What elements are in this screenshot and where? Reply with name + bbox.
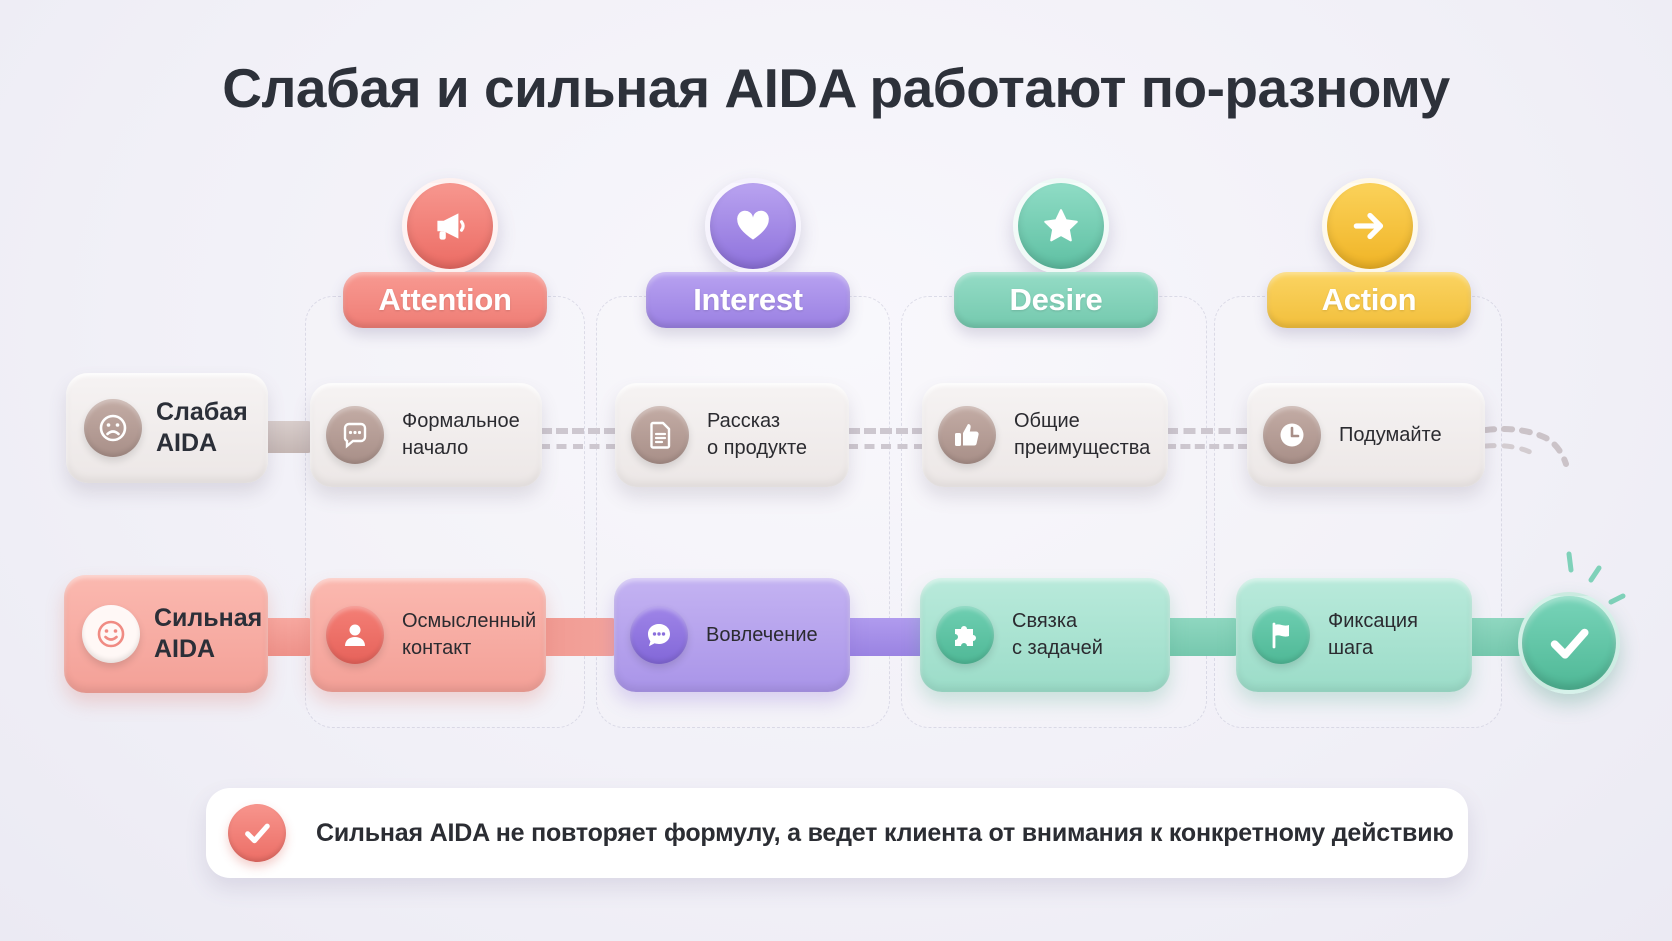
puzzle-icon xyxy=(936,606,994,664)
megaphone-icon xyxy=(402,178,498,274)
stage-desire: Desire xyxy=(954,272,1158,328)
sad-face-icon xyxy=(84,399,142,457)
weak-aida-label: Слабая AIDA xyxy=(156,398,248,457)
arrow-right-icon xyxy=(1322,178,1418,274)
strong-step-desire: Связка с задачей xyxy=(920,578,1170,692)
summary-banner: Сильная AIDA не повторяет формулу, а вед… xyxy=(206,788,1468,878)
strong-step-attention-text: Осмысленный контакт xyxy=(402,610,537,659)
smile-face-icon xyxy=(82,605,140,663)
strong-step-attention: Осмысленный контакт xyxy=(310,578,546,692)
sparkle-lines xyxy=(1566,551,1626,605)
stage-attention: Attention xyxy=(343,272,547,328)
strong-step-interest: Вовлечение xyxy=(614,578,850,692)
weak-step-interest-text: Рассказ о продукте xyxy=(707,410,808,459)
weak-step-desire-text: Общие преимущества xyxy=(1014,410,1151,459)
strong-step-desire-text: Связка с задачей xyxy=(1012,610,1103,659)
strong-connector-3 xyxy=(1166,618,1238,656)
chat-bubble-icon xyxy=(326,406,384,464)
star-icon xyxy=(1013,178,1109,274)
heart-icon xyxy=(705,178,801,274)
user-icon xyxy=(326,606,384,664)
thumbs-up-icon xyxy=(938,406,996,464)
weak-connector-0 xyxy=(262,421,312,453)
weak-connector-3 xyxy=(1166,428,1248,434)
clock-icon xyxy=(1263,406,1321,464)
strong-aida-label-card: Сильная AIDA xyxy=(64,575,268,693)
weak-connector-1b xyxy=(540,444,616,449)
weak-connector-2b xyxy=(848,444,924,449)
weak-step-attention: Формальное начало xyxy=(310,383,542,487)
weak-connector-3b xyxy=(1166,444,1248,449)
stage-action: Action xyxy=(1267,272,1471,328)
strong-step-action-text: Фиксация шага xyxy=(1328,610,1418,659)
strong-step-action: Фиксация шага xyxy=(1236,578,1472,692)
flag-icon xyxy=(1252,606,1310,664)
check-icon xyxy=(1518,592,1620,694)
page-title: Слабая и сильная AIDA работают по-разном… xyxy=(222,57,1450,119)
weak-aida-label-card: Слабая AIDA xyxy=(66,373,268,483)
weak-connector-1 xyxy=(540,428,616,434)
weak-step-interest: Рассказ о продукте xyxy=(615,383,849,487)
strong-step-interest-text: Вовлечение xyxy=(706,623,818,646)
weak-trail-dots xyxy=(1484,426,1569,467)
chat-bubble-icon xyxy=(630,606,688,664)
summary-text: Сильная AIDA не повторяет формулу, а вед… xyxy=(316,818,1454,847)
strong-connector-0 xyxy=(262,618,312,656)
stage-interest: Interest xyxy=(646,272,850,328)
strong-connector-1 xyxy=(540,618,616,656)
document-icon xyxy=(631,406,689,464)
strong-connector-2 xyxy=(846,618,926,656)
weak-step-action-text: Подумайте xyxy=(1339,423,1442,446)
weak-step-desire: Общие преимущества xyxy=(922,383,1168,487)
strong-aida-label: Сильная AIDA xyxy=(154,604,263,663)
weak-connector-2 xyxy=(848,428,924,434)
weak-step-action: Подумайте xyxy=(1247,383,1485,487)
weak-step-attention-text: Формальное начало xyxy=(402,410,520,459)
banner-check-icon xyxy=(228,804,286,862)
